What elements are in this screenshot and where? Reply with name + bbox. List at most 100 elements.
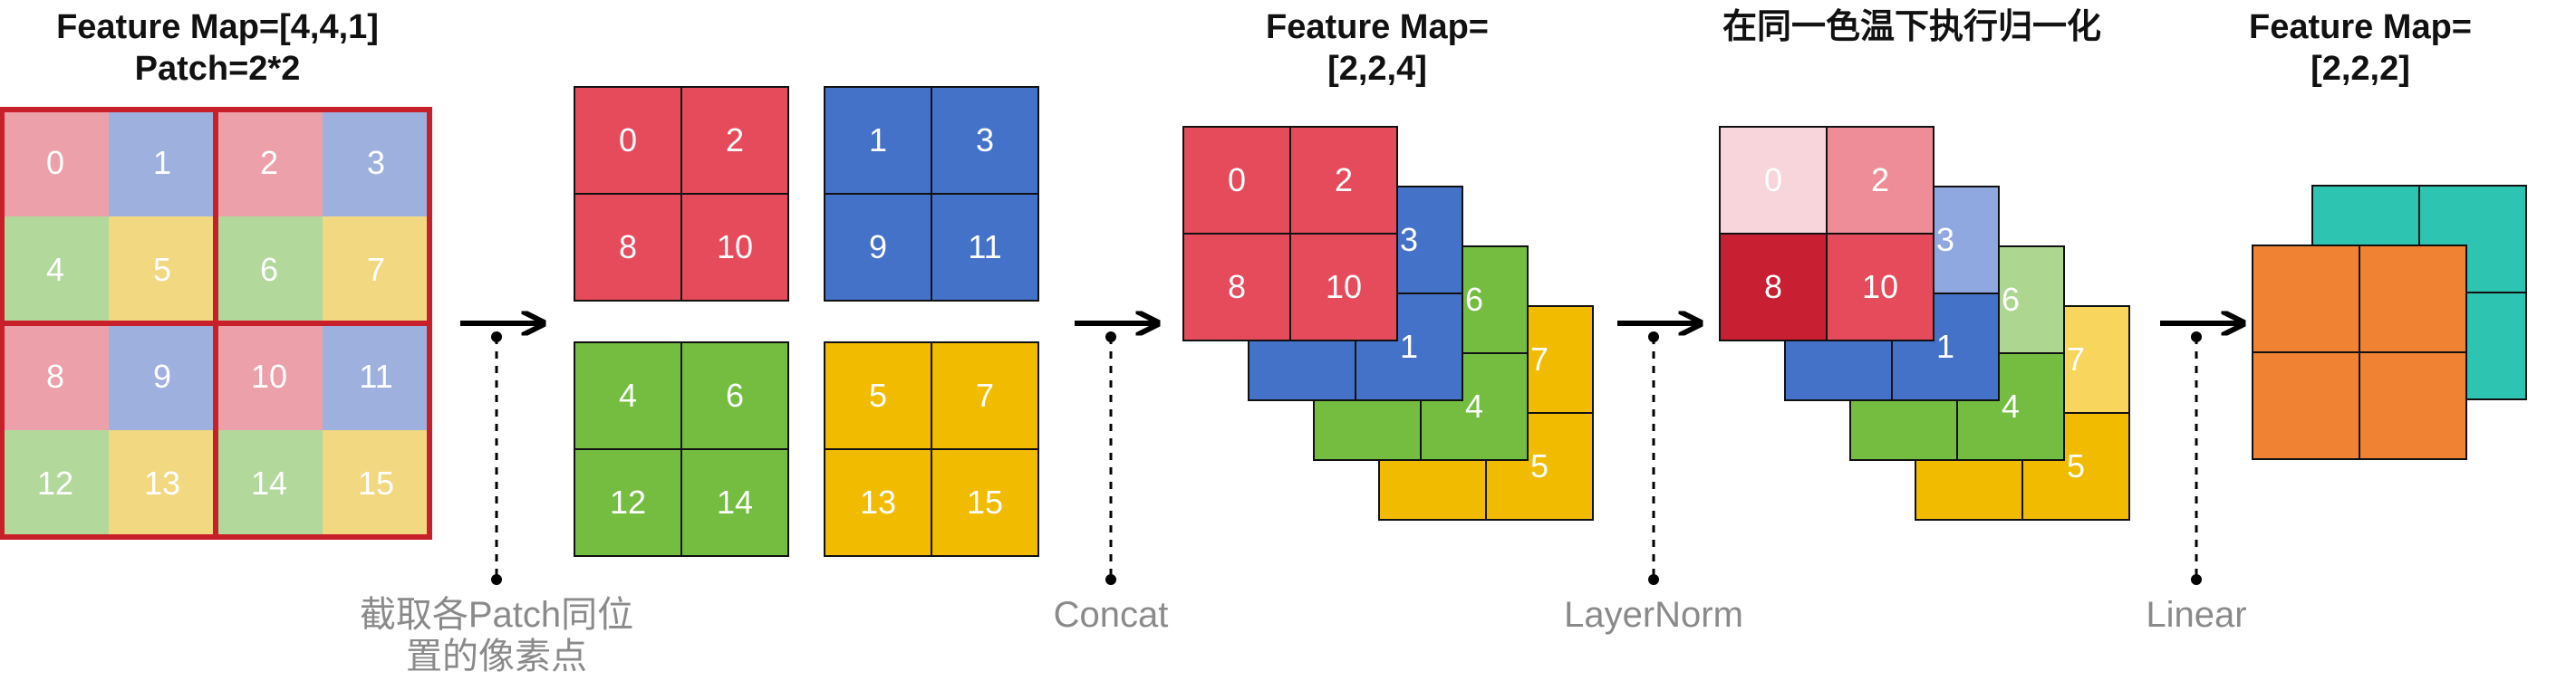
input-cell-5-value: 5 — [153, 251, 171, 288]
norm-red-cell-2 — [1719, 233, 1828, 341]
input-cell-0-value: 0 — [46, 144, 64, 181]
patch-blue-cell-1-value: 1 — [869, 121, 887, 158]
concat-red-cell-2-value: 8 — [1228, 268, 1246, 305]
input-cell-2 — [216, 110, 323, 216]
input-cell-11-value: 11 — [359, 358, 392, 395]
input-cell-14 — [216, 430, 323, 537]
norm-blue-cell-1-value: 3 — [1936, 221, 1954, 258]
input-cell-5 — [109, 216, 216, 323]
concat-green-cell-3-value: 4 — [1465, 388, 1483, 425]
sample-label-line1: 截取各Patch同位 — [360, 595, 633, 635]
patch-red-cell-0 — [574, 86, 682, 195]
input-cell-0 — [2, 110, 109, 216]
output-orange-cell-1 — [2359, 245, 2467, 353]
concat-blue-cell-3-value: 1 — [1400, 328, 1418, 365]
concat-feature-stack: 57546413102810 — [1182, 126, 1594, 521]
concat-blue-cell-1-value: 3 — [1400, 221, 1418, 258]
output-title-line2: [2,2,2] — [2311, 50, 2410, 88]
input-cell-13-value: 13 — [144, 465, 180, 502]
patch-green-cell-6 — [680, 341, 789, 450]
patch-yellow-cell-15-value: 15 — [967, 484, 1003, 521]
concat-green-cell-1-value: 6 — [1465, 281, 1483, 318]
input-cell-6-value: 6 — [260, 251, 278, 288]
concat-title-line1: Feature Map= — [1266, 8, 1489, 46]
patch-green-cell-14-value: 14 — [717, 484, 753, 521]
norm-green-cell-3-value: 4 — [2002, 388, 2020, 425]
norm-blue-cell-3-value: 1 — [1936, 328, 1954, 365]
patch-yellow-cell-15 — [931, 448, 1039, 557]
input-cell-9-value: 9 — [153, 358, 171, 395]
patch-green-cell-4-value: 4 — [619, 377, 637, 414]
input-cell-7 — [323, 216, 429, 323]
input-cell-14-value: 14 — [251, 465, 287, 502]
patch-yellow-cell-13 — [824, 448, 932, 557]
patch-blue-cell-9-value: 9 — [869, 228, 887, 265]
patch-red-cell-8 — [574, 193, 682, 302]
output-orange-cell-3 — [2359, 351, 2467, 460]
input-cell-4-value: 4 — [46, 251, 64, 288]
input-cell-8-value: 8 — [46, 358, 64, 395]
patch-green-cell-14 — [680, 448, 789, 557]
sample-label-line2: 置的像素点 — [406, 637, 587, 676]
input-cell-8 — [2, 323, 109, 430]
arrow-linear — [2160, 323, 2243, 585]
input-cell-7-value: 7 — [367, 251, 385, 288]
concat-red-cell-3 — [1289, 233, 1398, 341]
patch-blue-cell-11 — [931, 193, 1039, 302]
concat-yellow-cell-3-value: 5 — [1530, 447, 1548, 484]
arrow-layernorm — [1617, 323, 1701, 585]
input-cell-3-value: 3 — [367, 144, 385, 181]
output-title-line1: Feature Map= — [2249, 8, 2472, 46]
norm-green-cell-1-value: 6 — [2002, 281, 2020, 318]
norm-title: 在同一色温下执行归一化 — [1722, 8, 2101, 46]
norm-yellow-cell-1-value: 7 — [2067, 340, 2085, 378]
input-title-line1: Feature Map=[4,4,1] — [56, 8, 379, 46]
linear-label: Linear — [2146, 595, 2246, 635]
concat-red-cell-0-value: 0 — [1228, 161, 1246, 198]
concat-red-cell-0 — [1182, 126, 1291, 235]
input-cell-13 — [109, 430, 216, 537]
patch-blue-cell-11-value: 11 — [968, 228, 1001, 265]
patch-yellow-cell-13-value: 13 — [860, 484, 896, 521]
patch-blue-cell-3 — [931, 86, 1039, 195]
patch-blue-cell-9 — [824, 193, 932, 302]
concat-red-cell-1 — [1289, 126, 1398, 235]
concat-title-line2: [2,2,4] — [1327, 50, 1427, 88]
input-cell-15-value: 15 — [358, 465, 394, 502]
input-cell-4 — [2, 216, 109, 323]
patch-red-cell-2 — [680, 86, 789, 195]
input-cell-15 — [323, 430, 429, 537]
patch-yellow-cell-5-value: 5 — [869, 377, 887, 414]
output-feature-map — [2252, 185, 2527, 460]
norm-red-cell-2-value: 8 — [1764, 268, 1782, 305]
arrow-sample — [460, 323, 544, 585]
patch-green-cell-4 — [574, 341, 682, 450]
patch-red-cell-2-value: 2 — [726, 121, 744, 158]
input-cell-9 — [109, 323, 216, 430]
input-cell-10-value: 10 — [251, 358, 287, 395]
patch-blue-cell-1 — [824, 86, 932, 195]
norm-red-cell-3 — [1826, 233, 1934, 341]
input-cell-12-value: 12 — [37, 465, 73, 502]
patch-yellow-cell-5 — [824, 341, 932, 450]
output-orange-cell-0 — [2252, 245, 2360, 353]
input-cell-6 — [216, 216, 323, 323]
norm-red-cell-3-value: 10 — [1862, 268, 1898, 305]
input-cell-2-value: 2 — [260, 144, 278, 181]
input-cell-1 — [109, 110, 216, 216]
patch-green-cell-6-value: 6 — [726, 377, 744, 414]
input-cell-1-value: 1 — [153, 144, 171, 181]
input-cell-3 — [323, 110, 429, 216]
norm-red-cell-0-value: 0 — [1764, 161, 1782, 198]
concat-red-cell-1-value: 2 — [1335, 161, 1353, 198]
patch-red-cell-8-value: 8 — [619, 228, 637, 265]
input-title-line2: Patch=2*2 — [135, 50, 301, 88]
patch-red-cell-10-value: 10 — [717, 228, 753, 265]
patch-green-cell-12-value: 12 — [610, 484, 646, 521]
patch-red-cell-0-value: 0 — [619, 121, 637, 158]
arrow-concat — [1075, 323, 1158, 585]
norm-red-cell-1 — [1826, 126, 1934, 235]
